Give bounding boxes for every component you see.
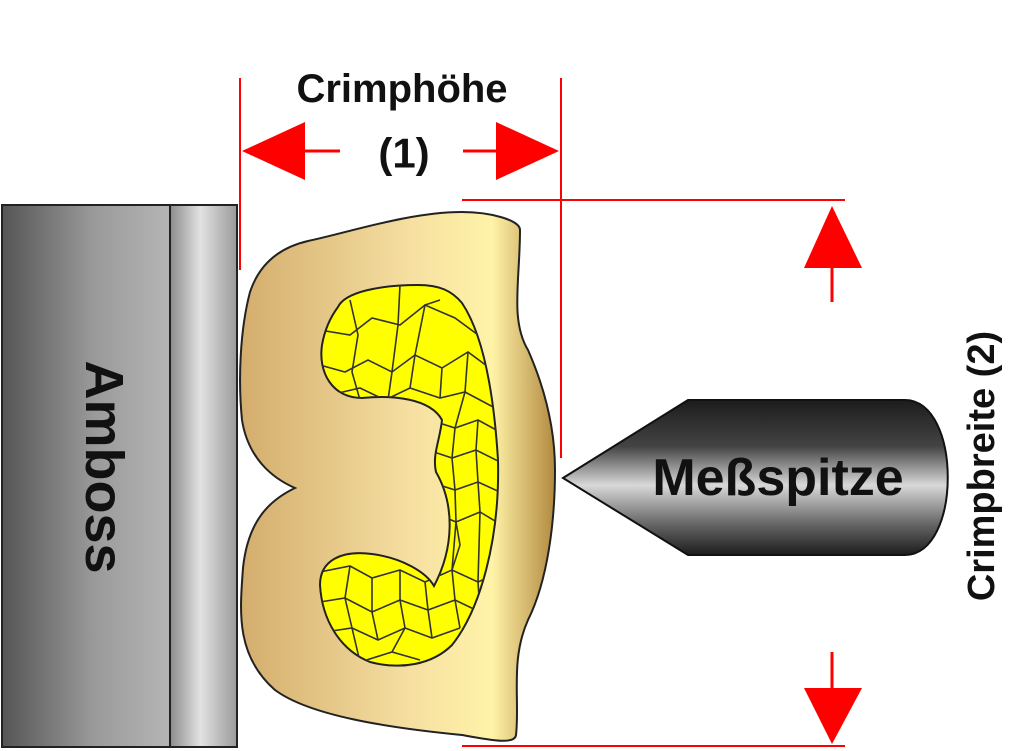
crimp-width-label: Crimpbreite (2) [961,331,1003,601]
crimp-sleeve [239,210,557,742]
width-arrow-bottom [804,688,862,744]
crimp-width-dimension: Crimpbreite (2) [462,199,1003,747]
crimp-height-label: Crimphöhe [296,67,507,111]
anvil-face [169,204,238,748]
measuring-probe: Meßspitze [561,399,949,556]
probe-label: Meßspitze [652,449,903,507]
strand-cells [320,285,499,663]
wire-strands [318,283,500,667]
crimp-height-dimension: Crimphöhe (1) [239,67,562,458]
anvil: Amboss [1,204,238,748]
probe-body [561,399,949,556]
anvil-label: Amboss [74,360,134,573]
height-arrow-left [242,122,305,180]
anvil-body [1,204,171,748]
width-arrow-top [804,206,862,268]
crimp-height-number: (1) [378,130,429,177]
height-arrow-right [496,122,559,180]
